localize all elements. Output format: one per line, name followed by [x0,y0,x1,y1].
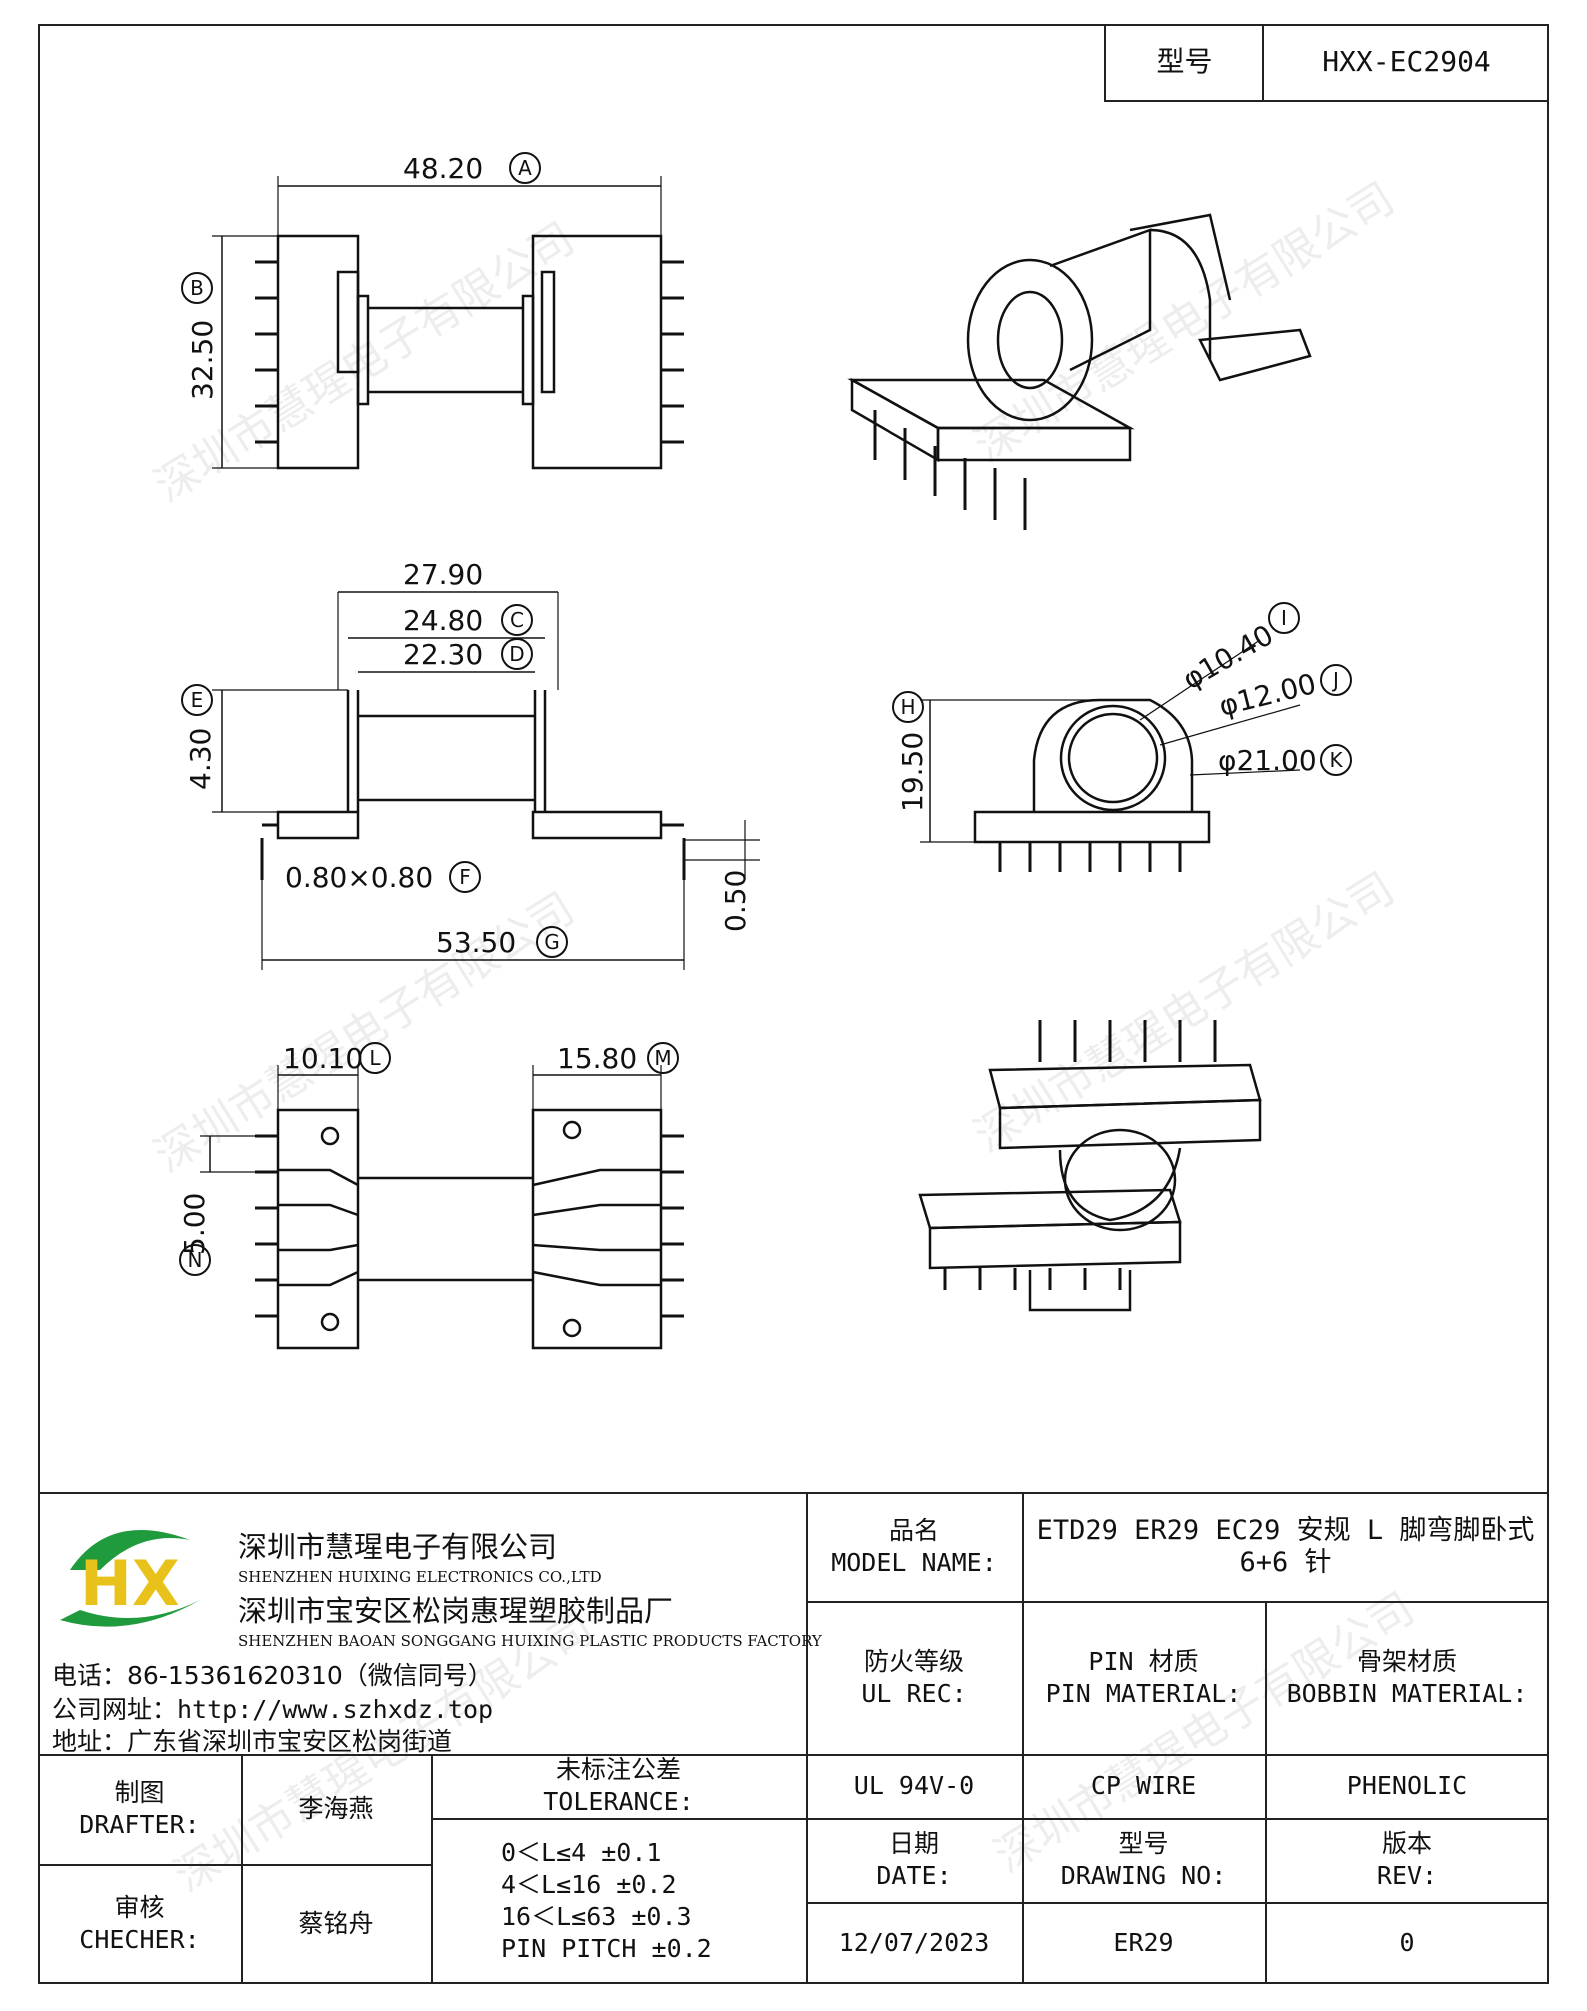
circ-l: L [369,1046,381,1070]
dim-p: 0.50 [719,870,752,932]
rev-value: 0 [1399,1928,1415,1957]
company-name-en: SHENZHEN HUIXING ELECTRONICS CO.,LTD [238,1568,602,1586]
table-line [431,1818,1549,1820]
table-line [806,1601,1549,1603]
circ-i: I [1281,606,1287,630]
company-logo: HX [60,1530,200,1627]
circ-e: E [191,688,204,712]
factory-name-cn: 深圳市宝安区松岗惠瑆塑胶制品厂 [238,1594,674,1628]
dim-f: 0.80×0.80 [285,861,433,894]
company-website: 公司网址：http://www.szhxdz.top [52,1695,494,1724]
circ-m: M [654,1046,671,1070]
company-phone: 电话：86-15361620310（微信同号） [52,1661,493,1690]
drawing-frame [38,24,1549,1984]
dim-h: 19.50 [896,732,929,812]
table-line [1265,1601,1267,1984]
dim-e: 4.30 [184,728,217,790]
circ-f: F [459,865,471,889]
table-line [38,1864,431,1866]
date-value: 12/07/2023 [838,1928,990,1957]
iso-view-1 [847,213,1312,530]
bobbin-material-value: PHENOLIC [1346,1771,1468,1800]
pin-material-value: CP WIRE [1090,1771,1197,1800]
circ-k: K [1329,748,1343,772]
table-line [431,1754,433,1984]
table-line [38,1754,1549,1756]
model-label-cell: 型号 [1104,24,1263,102]
factory-name-en: SHENZHEN BAOAN SONGGANG HUIXING PLASTIC … [238,1632,822,1650]
table-line [806,1492,808,1984]
circ-c: C [510,608,524,632]
table-line [1022,1492,1024,1984]
ul-value: UL 94V-0 [853,1771,975,1800]
circ-a: A [518,156,532,180]
model-label: 型号 [1156,45,1213,78]
company-name-cn: 深圳市慧瑆电子有限公司 [238,1530,558,1564]
dim-c: 24.80 [403,604,483,637]
drawing-no-value: ER29 [1113,1928,1174,1957]
dim-g: 53.50 [436,926,516,959]
circ-j: J [1331,668,1339,692]
company-address: 地址：广东省深圳市宝安区松岗街道 [52,1727,453,1756]
dim-d: 22.30 [403,638,483,671]
technical-drawings: 48.20 27.90 24.80 22.30 0.80×0.80 53.50 … [178,152,1352,1350]
checker-value: 蔡铭舟 [298,1909,374,1938]
logo-text: HX [80,1547,180,1620]
circ-n: N [188,1248,203,1272]
dim-b: 32.50 [186,320,219,400]
dim-l: 10.10 [283,1042,363,1075]
model-value: HXX-EC2904 [1322,45,1491,78]
table-line [38,1492,1549,1494]
dim-k: φ21.00 [1218,744,1317,777]
front-view [212,591,760,970]
drafter-value: 李海燕 [298,1794,374,1823]
bottom-view [200,1065,684,1350]
circ-g: G [544,930,560,954]
table-line [241,1754,243,1984]
model-value-cell: HXX-EC2904 [1262,24,1549,102]
side-view [920,639,1301,872]
circ-h: H [900,695,915,719]
dim-m: 15.80 [557,1042,637,1075]
circ-d: D [509,642,524,666]
top-view [212,176,684,470]
dim-w1: 27.90 [403,558,483,591]
dim-a: 48.20 [403,152,483,185]
circ-b: B [190,276,204,300]
table-line [806,1902,1549,1904]
iso-view-2 [918,1020,1262,1312]
